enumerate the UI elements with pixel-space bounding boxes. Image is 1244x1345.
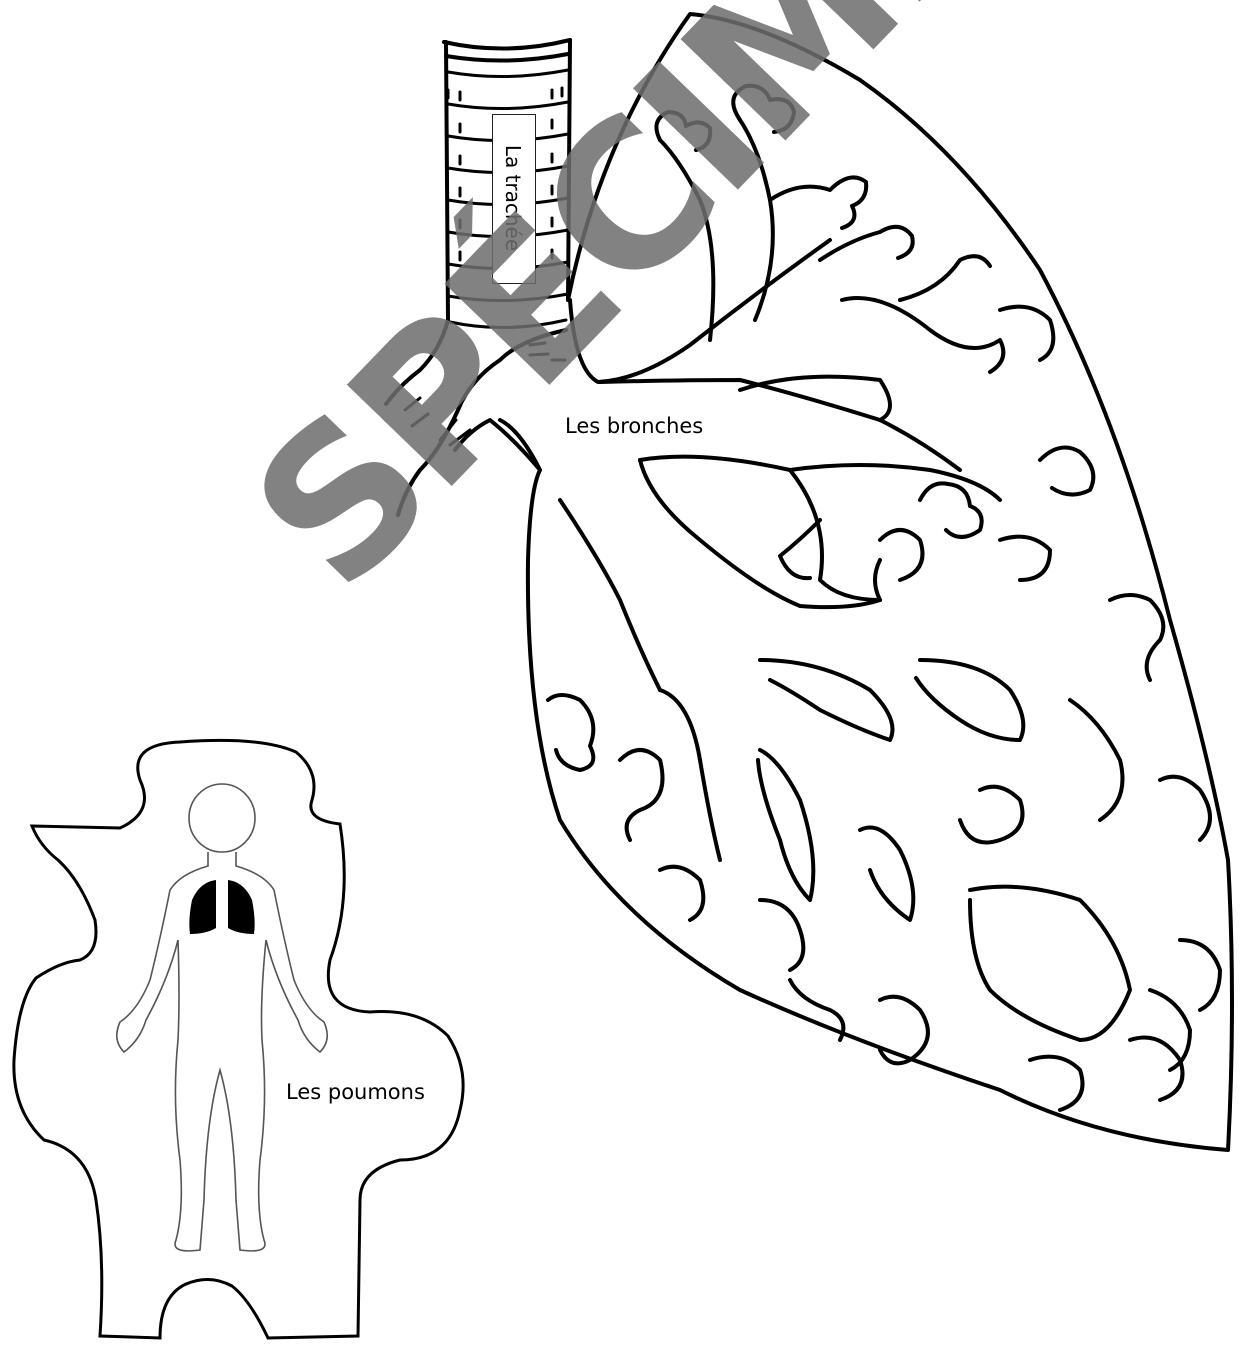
trachea-label: La trachée [492, 114, 534, 282]
lungs-label: Les poumons [286, 1080, 425, 1104]
middle-bronchial-tree [640, 448, 1093, 608]
puzzle-piece [14, 740, 463, 1338]
left-bronchus-drawing [386, 320, 566, 515]
bronchi-label: Les bronches [563, 414, 705, 438]
upper-bronchial-tree [600, 86, 1053, 470]
lower-bronchial-tree [548, 500, 1220, 1110]
lung-outline [455, 14, 1232, 1150]
